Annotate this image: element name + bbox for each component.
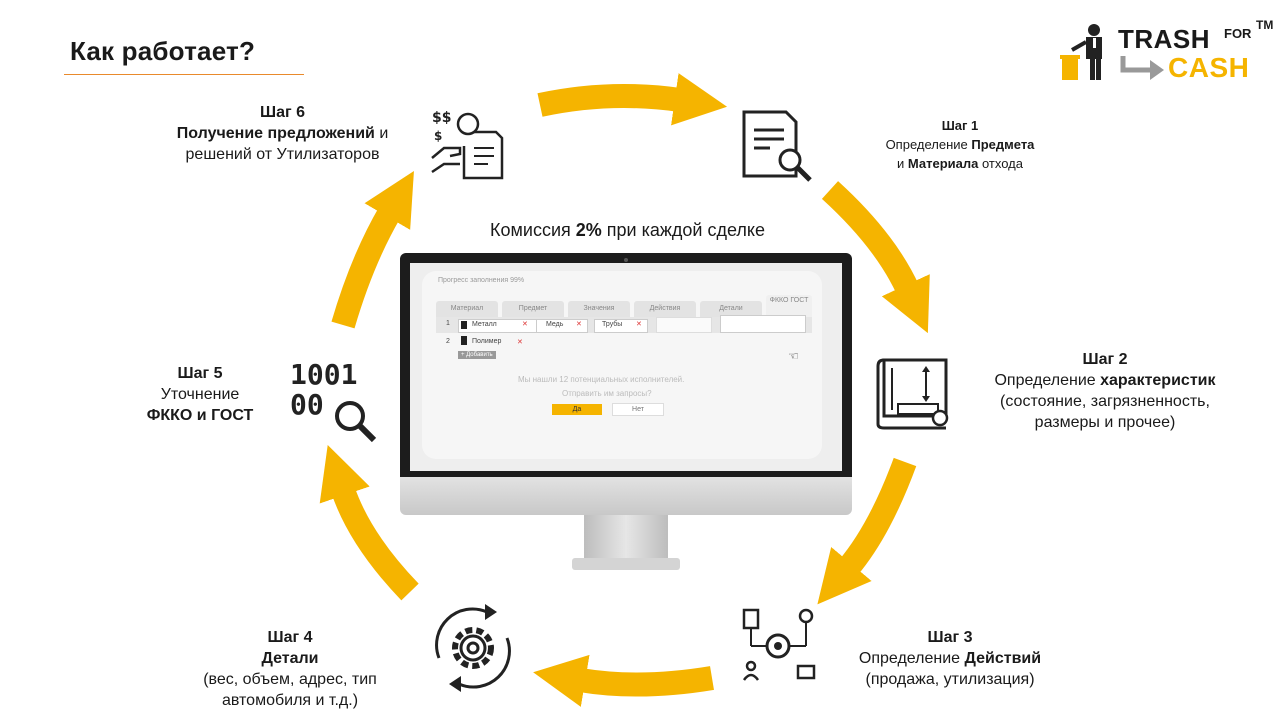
tab-details[interactable]: Детали — [700, 301, 762, 317]
monitor-screen: Прогресс заполнения 99% Материал Предмет… — [410, 263, 842, 471]
step-6-text-b: и — [374, 125, 389, 142]
step-5-text-b: ФККО и ГОСТ — [146, 407, 254, 424]
row-1-subject: Медь — [546, 321, 564, 328]
row-1-value-field[interactable] — [594, 319, 648, 333]
monitor-base — [572, 558, 680, 570]
remove-icon[interactable]: ✕ — [636, 321, 642, 328]
step-5-text-a: Уточнение — [160, 386, 240, 403]
svg-text:00: 00 — [290, 388, 324, 421]
found-message: Мы нашли 12 потенциальных исполнителей. — [518, 375, 685, 384]
step-3-text-a: Определение — [858, 650, 965, 667]
step-3-header: Шаг 3 — [927, 629, 973, 646]
step-6-text-c: решений от Утилизаторов — [185, 146, 380, 163]
arrow-3-to-4 — [533, 654, 714, 707]
tab-subject[interactable]: Предмет — [502, 301, 564, 317]
commission-note: Комиссия 2% при каждой сделке — [430, 220, 825, 241]
title-underline — [64, 74, 304, 75]
arrow-2-to-3 — [817, 457, 917, 605]
progress-text: Прогресс заполнения 99% — [438, 277, 525, 284]
binary-search-icon: 1001 00 — [290, 358, 377, 443]
remove-icon[interactable]: ✕ — [576, 321, 582, 328]
yes-button[interactable]: Да — [552, 404, 602, 415]
logo-tm-text: TM — [1256, 18, 1274, 32]
row-1-material: Металл — [472, 321, 497, 328]
commission-suffix: при каждой сделке — [601, 220, 765, 240]
step-5: Шаг 5 Уточнение ФККО и ГОСТ — [125, 363, 275, 426]
remove-icon[interactable]: ✕ — [517, 339, 523, 346]
arrow-1-to-2 — [821, 181, 930, 334]
step-6-text-a: Получение предложений — [176, 125, 375, 142]
action-select-field[interactable] — [656, 317, 712, 333]
step-1: Шаг 1 Определение Предмета и Материала о… — [860, 116, 1060, 173]
logo-arrow-icon — [1120, 56, 1164, 80]
tab-fkko-gost[interactable]: ФККО ГОСТ — [766, 295, 812, 317]
logo-cash-text: CASH — [1168, 52, 1250, 83]
row-1-value: Трубы — [602, 321, 623, 328]
commission-prefix: Комиссия — [490, 220, 576, 240]
monitor-chin — [400, 477, 852, 515]
tab-material[interactable]: Материал — [436, 301, 498, 317]
row-2-num: 2 — [446, 338, 450, 345]
arrow-5-to-6 — [331, 170, 414, 329]
step-1-text-c: и — [897, 156, 908, 171]
no-button[interactable]: Нет — [612, 403, 664, 416]
step-6-header: Шаг 6 — [260, 104, 305, 121]
arrow-4-to-5 — [319, 445, 419, 601]
step-2-text-a: Определение — [994, 372, 1101, 389]
step-2-text-b: характеристик — [1100, 372, 1216, 389]
monitor-camera — [624, 258, 628, 262]
logo-for-text: FOR — [1224, 26, 1252, 41]
step-4-header: Шаг 4 — [267, 629, 313, 646]
svg-text:$: $ — [434, 129, 442, 143]
step-2-text-c: (состояние, загрязненность, — [1000, 393, 1210, 410]
row-2-material: Полимер — [472, 338, 502, 345]
step-1-text-b: Предмета — [971, 137, 1035, 152]
logo-trash-text: TRASH — [1118, 24, 1211, 54]
money-contract-icon: $$ $ — [431, 110, 504, 180]
arrow-6-to-1 — [537, 73, 728, 126]
step-2-text-d: размеры и прочее) — [1034, 414, 1176, 431]
computer-monitor: Прогресс заполнения 99% Материал Предмет… — [400, 253, 852, 515]
step-1-text-e: отхода — [978, 156, 1023, 171]
process-actions-icon — [742, 608, 816, 681]
commission-value: 2% — [575, 220, 602, 240]
material-icon — [461, 336, 467, 345]
form-card — [422, 271, 822, 459]
hand-cursor-icon: ☜ — [788, 349, 799, 363]
step-6: Шаг 6 Получение предложений и решений от… — [170, 102, 395, 165]
action-result-field[interactable] — [720, 315, 806, 333]
material-icon — [461, 321, 467, 329]
tab-values[interactable]: Значения — [568, 301, 630, 317]
step-1-text-a: Определение — [885, 137, 972, 152]
monitor-stand — [584, 515, 668, 561]
step-4-text-b: (вес, объем, адрес, тип — [203, 671, 377, 688]
step-1-header: Шаг 1 — [941, 118, 979, 133]
step-5-header: Шаг 5 — [177, 365, 223, 382]
svg-text:$$: $$ — [432, 110, 451, 126]
step-3-text-b: Действий — [964, 650, 1042, 667]
step-2-header: Шаг 2 — [1082, 351, 1128, 368]
step-3: Шаг 3 Определение Действий (продажа, ути… — [840, 627, 1060, 690]
step-4-text-a: Детали — [261, 650, 319, 667]
svg-text:1001: 1001 — [290, 358, 357, 391]
page-title: Как работает? — [70, 36, 256, 66]
add-button[interactable]: + Добавить — [458, 351, 496, 359]
row-1-num: 1 — [446, 320, 450, 327]
remove-icon[interactable]: ✕ — [522, 321, 528, 328]
step-1-text-d: Материала — [907, 156, 979, 171]
document-search-icon — [742, 110, 812, 182]
step-4-text-c: автомобиля и т.д.) — [221, 692, 359, 709]
send-question: Отправить им запросы? — [562, 389, 652, 398]
gear-cycle-icon — [435, 604, 511, 692]
row-1-subject-field[interactable] — [536, 319, 588, 333]
blueprint-ruler-icon — [876, 358, 949, 430]
tab-actions[interactable]: Действия — [634, 301, 696, 317]
step-3-text-c: (продажа, утилизация) — [865, 671, 1035, 688]
step-2: Шаг 2 Определение характеристик (состоян… — [975, 349, 1235, 433]
step-4: Шаг 4 Детали (вес, объем, адрес, тип авт… — [185, 627, 395, 711]
trash-for-cash-logo: TRASH FOR TM CASH — [1058, 18, 1274, 84]
logo-person-icon — [1060, 24, 1102, 80]
